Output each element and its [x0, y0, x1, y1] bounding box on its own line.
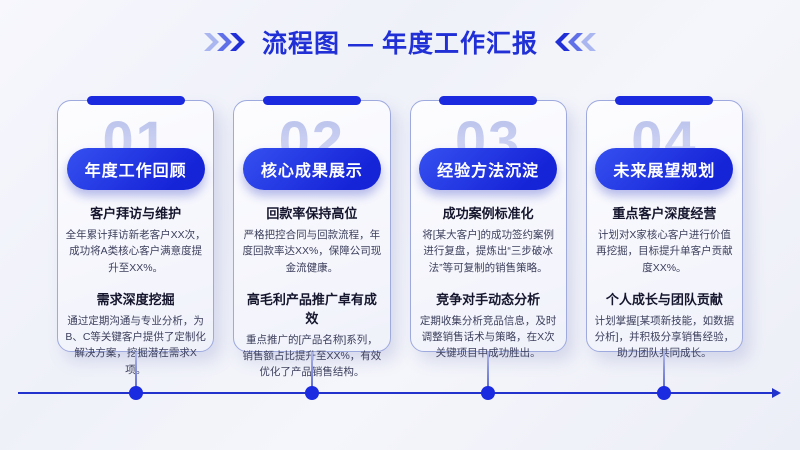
section-body: 严格把控合同与回款流程，年度回款率达XX%，保障公司现金流健康。 — [242, 229, 382, 274]
step-title: 经验方法沉淀 — [437, 163, 540, 180]
section-heading: 成功案例标准化 — [442, 206, 534, 221]
section-body: 将[某大客户]的成功签约案例进行复盘，提炼出“三步破冰法”等可复制的销售策略。 — [422, 229, 555, 274]
card-connector-line — [663, 352, 665, 393]
triple-chevron-left-icon — [554, 32, 596, 52]
section-heading: 竞争对手动态分析 — [436, 291, 541, 307]
card-top-tab — [615, 96, 714, 105]
step-cards-row: 01 年度工作回顾 客户拜访与维护 全年累计拜访新老客户XX次，成功将A类核心客… — [57, 96, 743, 378]
timeline-dot-2 — [305, 386, 319, 400]
card-section: 需求深度挖掘 通过定期沟通与专业分析，为B、C等关键客户提供了定制化解决方案，挖… — [58, 289, 213, 378]
card-connector-line — [311, 352, 313, 393]
step-title: 核心成果展示 — [260, 163, 363, 180]
card-connector-line — [135, 352, 137, 393]
step-card-4: 04 未来展望规划 重点客户深度经营 计划对X家核心客户进行价值再挖掘，目标提升… — [585, 96, 743, 359]
card-top-tab — [262, 96, 361, 105]
step-card-3: 03 经验方法沉淀 成功案例标准化 将[某大客户]的成功签约案例进行复盘，提炼出… — [409, 96, 567, 359]
timeline-dot-1 — [129, 386, 143, 400]
slide-title: 流程图 — 年度工作汇报 — [262, 30, 538, 58]
section-heading: 回款率保持高位 — [266, 206, 358, 221]
timeline-dot-4 — [657, 386, 671, 400]
card-top-tab — [439, 96, 538, 105]
section-heading: 客户拜访与维护 — [90, 206, 182, 221]
slide-header: 流程图 — 年度工作汇报 — [0, 24, 800, 60]
step-title-pill: 未来展望规划 — [595, 148, 734, 190]
triple-chevron-right-icon — [204, 32, 246, 52]
timeline-dot-3 — [481, 386, 495, 400]
section-heading: 重点客户深度经营 — [612, 206, 717, 221]
card-top-tab — [86, 96, 185, 105]
card-section: 客户拜访与维护 全年累计拜访新老客户XX次，成功将A类核心客户满意度提升至XX%… — [58, 203, 213, 276]
timeline-arrowhead-icon — [772, 388, 781, 398]
card-connector-line — [487, 352, 489, 393]
step-title-pill: 核心成果展示 — [242, 148, 381, 190]
step-card-1: 01 年度工作回顾 客户拜访与维护 全年累计拜访新老客户XX次，成功将A类核心客… — [57, 96, 215, 376]
section-heading: 个人成长与团队贡献 — [605, 291, 723, 307]
step-title: 年度工作回顾 — [84, 163, 187, 180]
section-body: 定期收集分析竞品信息，及时调整销售话术与策略，在X次关键项目中成功胜出。 — [419, 314, 557, 360]
card-section: 回款率保持高位 严格把控合同与回款流程，年度回款率达XX%，保障公司现金流健康。 — [234, 203, 389, 276]
timeline-axis — [18, 392, 774, 394]
section-heading: 需求深度挖掘 — [96, 291, 175, 307]
step-card-2: 02 核心成果展示 回款率保持高位 严格把控合同与回款流程，年度回款率达XX%，… — [233, 96, 391, 378]
section-body: 通过定期沟通与专业分析，为B、C等关键客户提供了定制化解决方案，挖掘潜在需求X项… — [65, 314, 206, 376]
card-section: 成功案例标准化 将[某大客户]的成功签约案例进行复盘，提炼出“三步破冰法”等可复… — [411, 203, 566, 276]
step-title: 未来展望规划 — [613, 163, 716, 180]
section-body: 计划对X家核心客户进行价值再挖掘，目标提升单客户贡献度XX%。 — [596, 229, 733, 274]
step-title-pill: 经验方法沉淀 — [419, 148, 558, 190]
card-section: 个人成长与团队贡献 计划掌握[某项新技能，如数据分析]，并积极分享销售经验，助力… — [587, 289, 742, 362]
section-body: 全年累计拜访新老客户XX次，成功将A类核心客户满意度提升至XX%。 — [65, 229, 206, 274]
step-title-pill: 年度工作回顾 — [66, 148, 205, 190]
section-heading: 高毛利产品推广卓有成效 — [246, 291, 377, 326]
card-section: 重点客户深度经营 计划对X家核心客户进行价值再挖掘，目标提升单客户贡献度XX%。 — [587, 203, 742, 276]
card-section: 竞争对手动态分析 定期收集分析竞品信息，及时调整销售话术与策略，在X次关键项目中… — [411, 289, 566, 362]
